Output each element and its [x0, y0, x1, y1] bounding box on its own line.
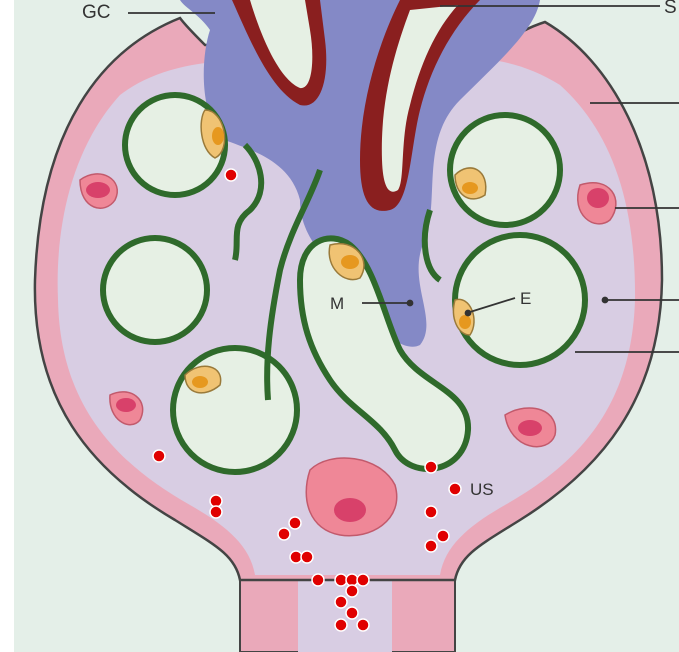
label-e: E [520, 289, 531, 309]
label-s: S [664, 0, 677, 18]
label-gc: GC [82, 3, 111, 23]
capillary-loop [103, 238, 207, 342]
label-us: US [470, 480, 494, 500]
capillary-loop [173, 348, 297, 472]
label-m: M [330, 294, 344, 314]
